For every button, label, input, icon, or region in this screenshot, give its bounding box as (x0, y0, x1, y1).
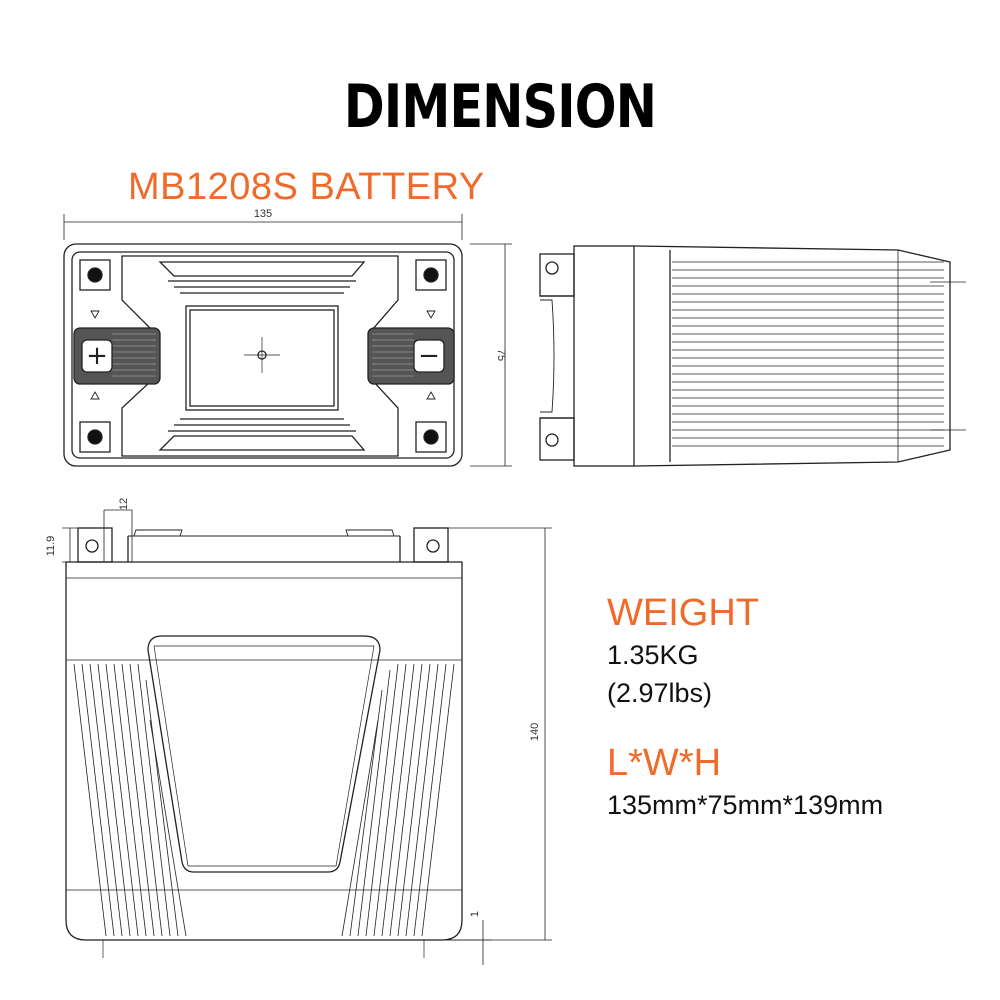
side-view (539, 245, 966, 467)
size-value: 135mm*75mm*139mm (607, 790, 884, 820)
front-view (62, 509, 552, 965)
weight-kg: 1.35KG (607, 640, 699, 670)
dim-terminal-small: 11.9 (45, 536, 57, 557)
dim-height: 140 (529, 723, 541, 741)
weight-label: WEIGHT (607, 592, 759, 634)
page-title: DIMENSION (343, 72, 657, 142)
dim-length: 135 (254, 208, 272, 220)
model-name: MB1208S BATTERY (128, 166, 485, 208)
top-view (63, 214, 512, 467)
weight-lbs: (2.97lbs) (607, 678, 713, 708)
dim-foot: 1 (469, 911, 481, 917)
dim-terminal: 12 (118, 498, 130, 510)
minus-terminal-icon: − (418, 341, 440, 371)
size-label: L*W*H (607, 742, 722, 784)
dim-width: 75 (495, 349, 507, 361)
plus-terminal-icon: + (86, 341, 108, 371)
